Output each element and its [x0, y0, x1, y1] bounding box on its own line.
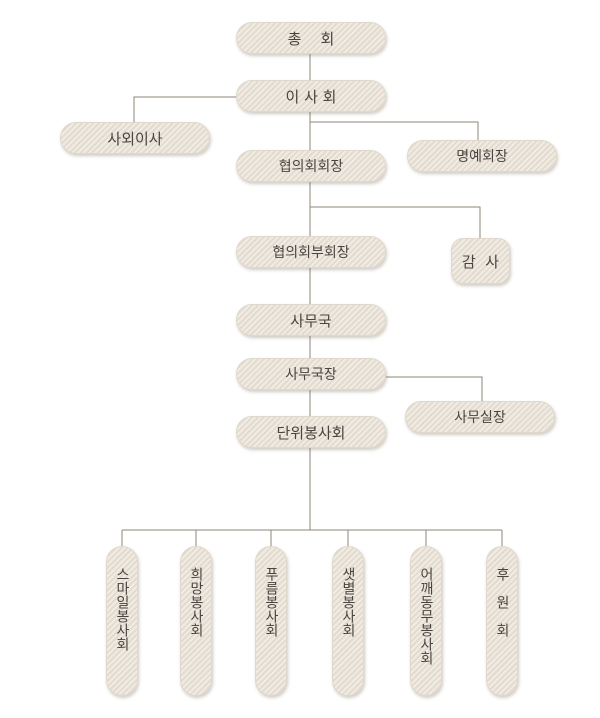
group-shoulder-node: 어깨동무봉사회: [410, 546, 442, 696]
volunteer-groups-node: 단위봉사회: [236, 416, 386, 448]
chairman-node: 협의회회장: [236, 150, 386, 182]
group-pureum-node: 푸름봉사회: [255, 546, 287, 696]
vice-chairman-node: 협의회부회장: [236, 236, 386, 268]
group-supporters-node: 후원회: [486, 546, 518, 696]
group-hope-node: 희망봉사회: [180, 546, 212, 696]
board-of-directors-node: 이 사 회: [236, 80, 386, 112]
group-smile-node: 스마일봉사회: [106, 546, 138, 696]
general-assembly-node: 총 회: [236, 22, 386, 54]
honorary-chair-node: 명예회장: [407, 140, 557, 172]
outside-directors-node: 사외이사: [60, 122, 210, 154]
office-manager-node: 사무실장: [405, 401, 555, 433]
secretary-general-node: 사무국장: [236, 358, 386, 390]
group-morning-star-node: 샛별봉사회: [332, 546, 364, 696]
secretariat-node: 사무국: [236, 304, 386, 336]
auditor-node: 감 사: [451, 238, 510, 284]
